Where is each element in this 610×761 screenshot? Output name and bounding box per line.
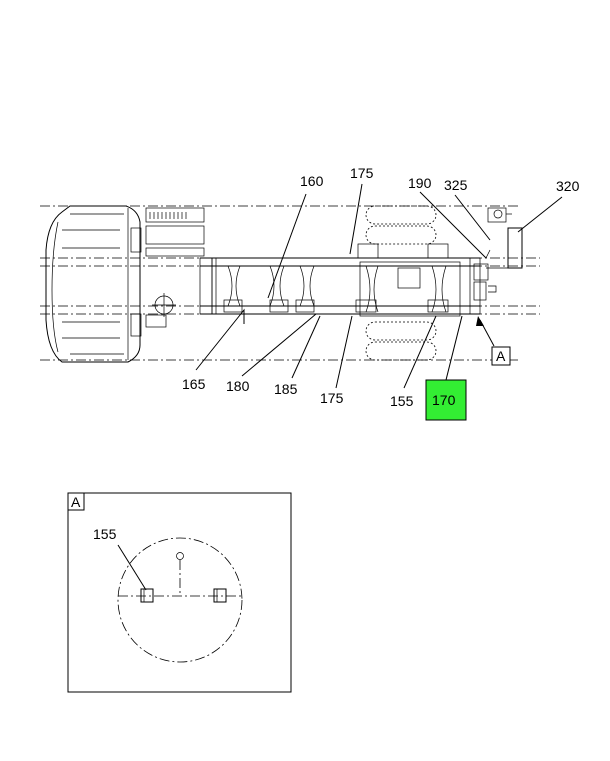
bushing-left [140, 588, 154, 603]
callout-175-bottom[interactable]: 175 [320, 390, 344, 406]
leader-lines [195, 183, 563, 389]
detail-circle [117, 537, 243, 663]
bushing-right [213, 588, 227, 603]
detail-view-a: A 155 [67, 492, 292, 693]
callout-320[interactable]: 320 [556, 178, 580, 194]
detail-label: A [71, 494, 81, 510]
detail-callout-155[interactable]: 155 [93, 526, 117, 542]
view-marker-a[interactable]: A [496, 348, 506, 364]
callout-325[interactable]: 325 [444, 177, 468, 193]
callout-170[interactable]: 170 [432, 392, 456, 408]
detail-frame [67, 492, 292, 693]
callout-165[interactable]: 165 [182, 376, 206, 392]
chassis-drawing [40, 205, 540, 363]
callout-190[interactable]: 190 [408, 175, 432, 191]
callout-155[interactable]: 155 [390, 393, 414, 409]
callout-185[interactable]: 185 [274, 381, 298, 397]
detail-label-box [67, 492, 85, 511]
callout-labels: 160 175 190 325 320 165 180 185 175 155 … [182, 165, 580, 421]
callout-175-top[interactable]: 175 [350, 165, 374, 181]
callout-170-highlight[interactable] [425, 379, 467, 421]
callout-180[interactable]: 180 [226, 378, 250, 394]
view-marker-box [491, 346, 511, 366]
callout-160[interactable]: 160 [300, 173, 324, 189]
